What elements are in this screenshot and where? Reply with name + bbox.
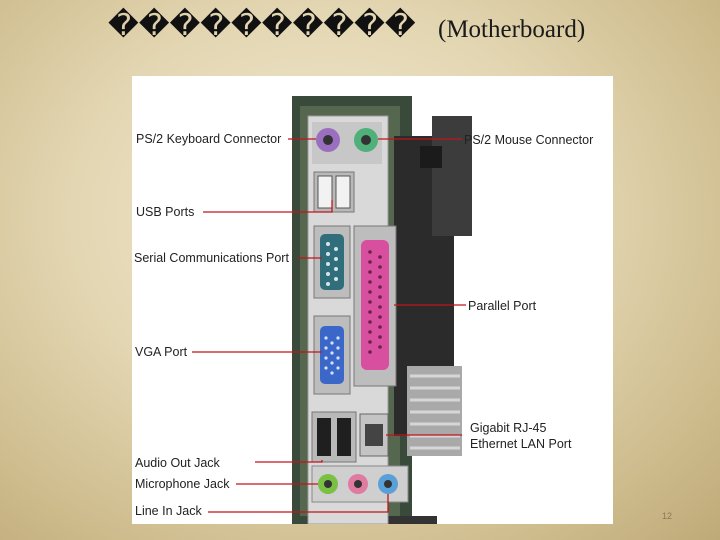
parallel-port <box>361 240 389 370</box>
vga-port <box>320 326 344 384</box>
label-usb: USB Ports <box>136 205 195 219</box>
label-microphone: Microphone Jack <box>135 477 230 491</box>
motherboard-io-panel-figure: PS/2 Keyboard Connector PS/2 Mouse Conne… <box>132 76 613 524</box>
label-line-in: Line In Jack <box>135 504 202 518</box>
usb-port-2 <box>335 175 351 209</box>
page-number: 12 <box>662 511 673 521</box>
heatsink-fins <box>410 374 460 450</box>
label-serial: Serial Communications Port <box>134 251 289 265</box>
serial-port <box>320 234 344 290</box>
usb-port-3 <box>317 418 331 456</box>
leader-usb <box>203 200 333 213</box>
label-ps2-mouse: PS/2 Mouse Connector <box>464 133 594 147</box>
leader-audio-out <box>255 460 323 463</box>
capacitor <box>420 146 442 168</box>
leader-line-in <box>208 494 389 513</box>
io-panel-illustration <box>192 96 472 524</box>
label-parallel: Parallel Port <box>468 299 537 313</box>
board-components-upper <box>432 116 472 236</box>
slide-title-garbled: ���������� <box>108 9 416 42</box>
usb-port-4 <box>337 418 351 456</box>
leader-lines <box>192 138 466 513</box>
label-ethernet-line2: Ethernet LAN Port <box>470 437 572 451</box>
vga-pins <box>324 336 340 375</box>
parallel-pins <box>368 250 382 354</box>
slide-title: ���������� (Motherboard) <box>108 8 628 52</box>
label-ethernet-line1: Gigabit RJ-45 <box>470 421 547 435</box>
usb-port-1 <box>317 175 333 209</box>
label-ps2-keyboard: PS/2 Keyboard Connector <box>136 132 282 146</box>
slide-title-english: (Motherboard) <box>438 16 586 43</box>
serial-pins <box>326 242 338 286</box>
label-vga: VGA Port <box>135 345 188 359</box>
label-audio-out: Audio Out Jack <box>135 456 220 470</box>
